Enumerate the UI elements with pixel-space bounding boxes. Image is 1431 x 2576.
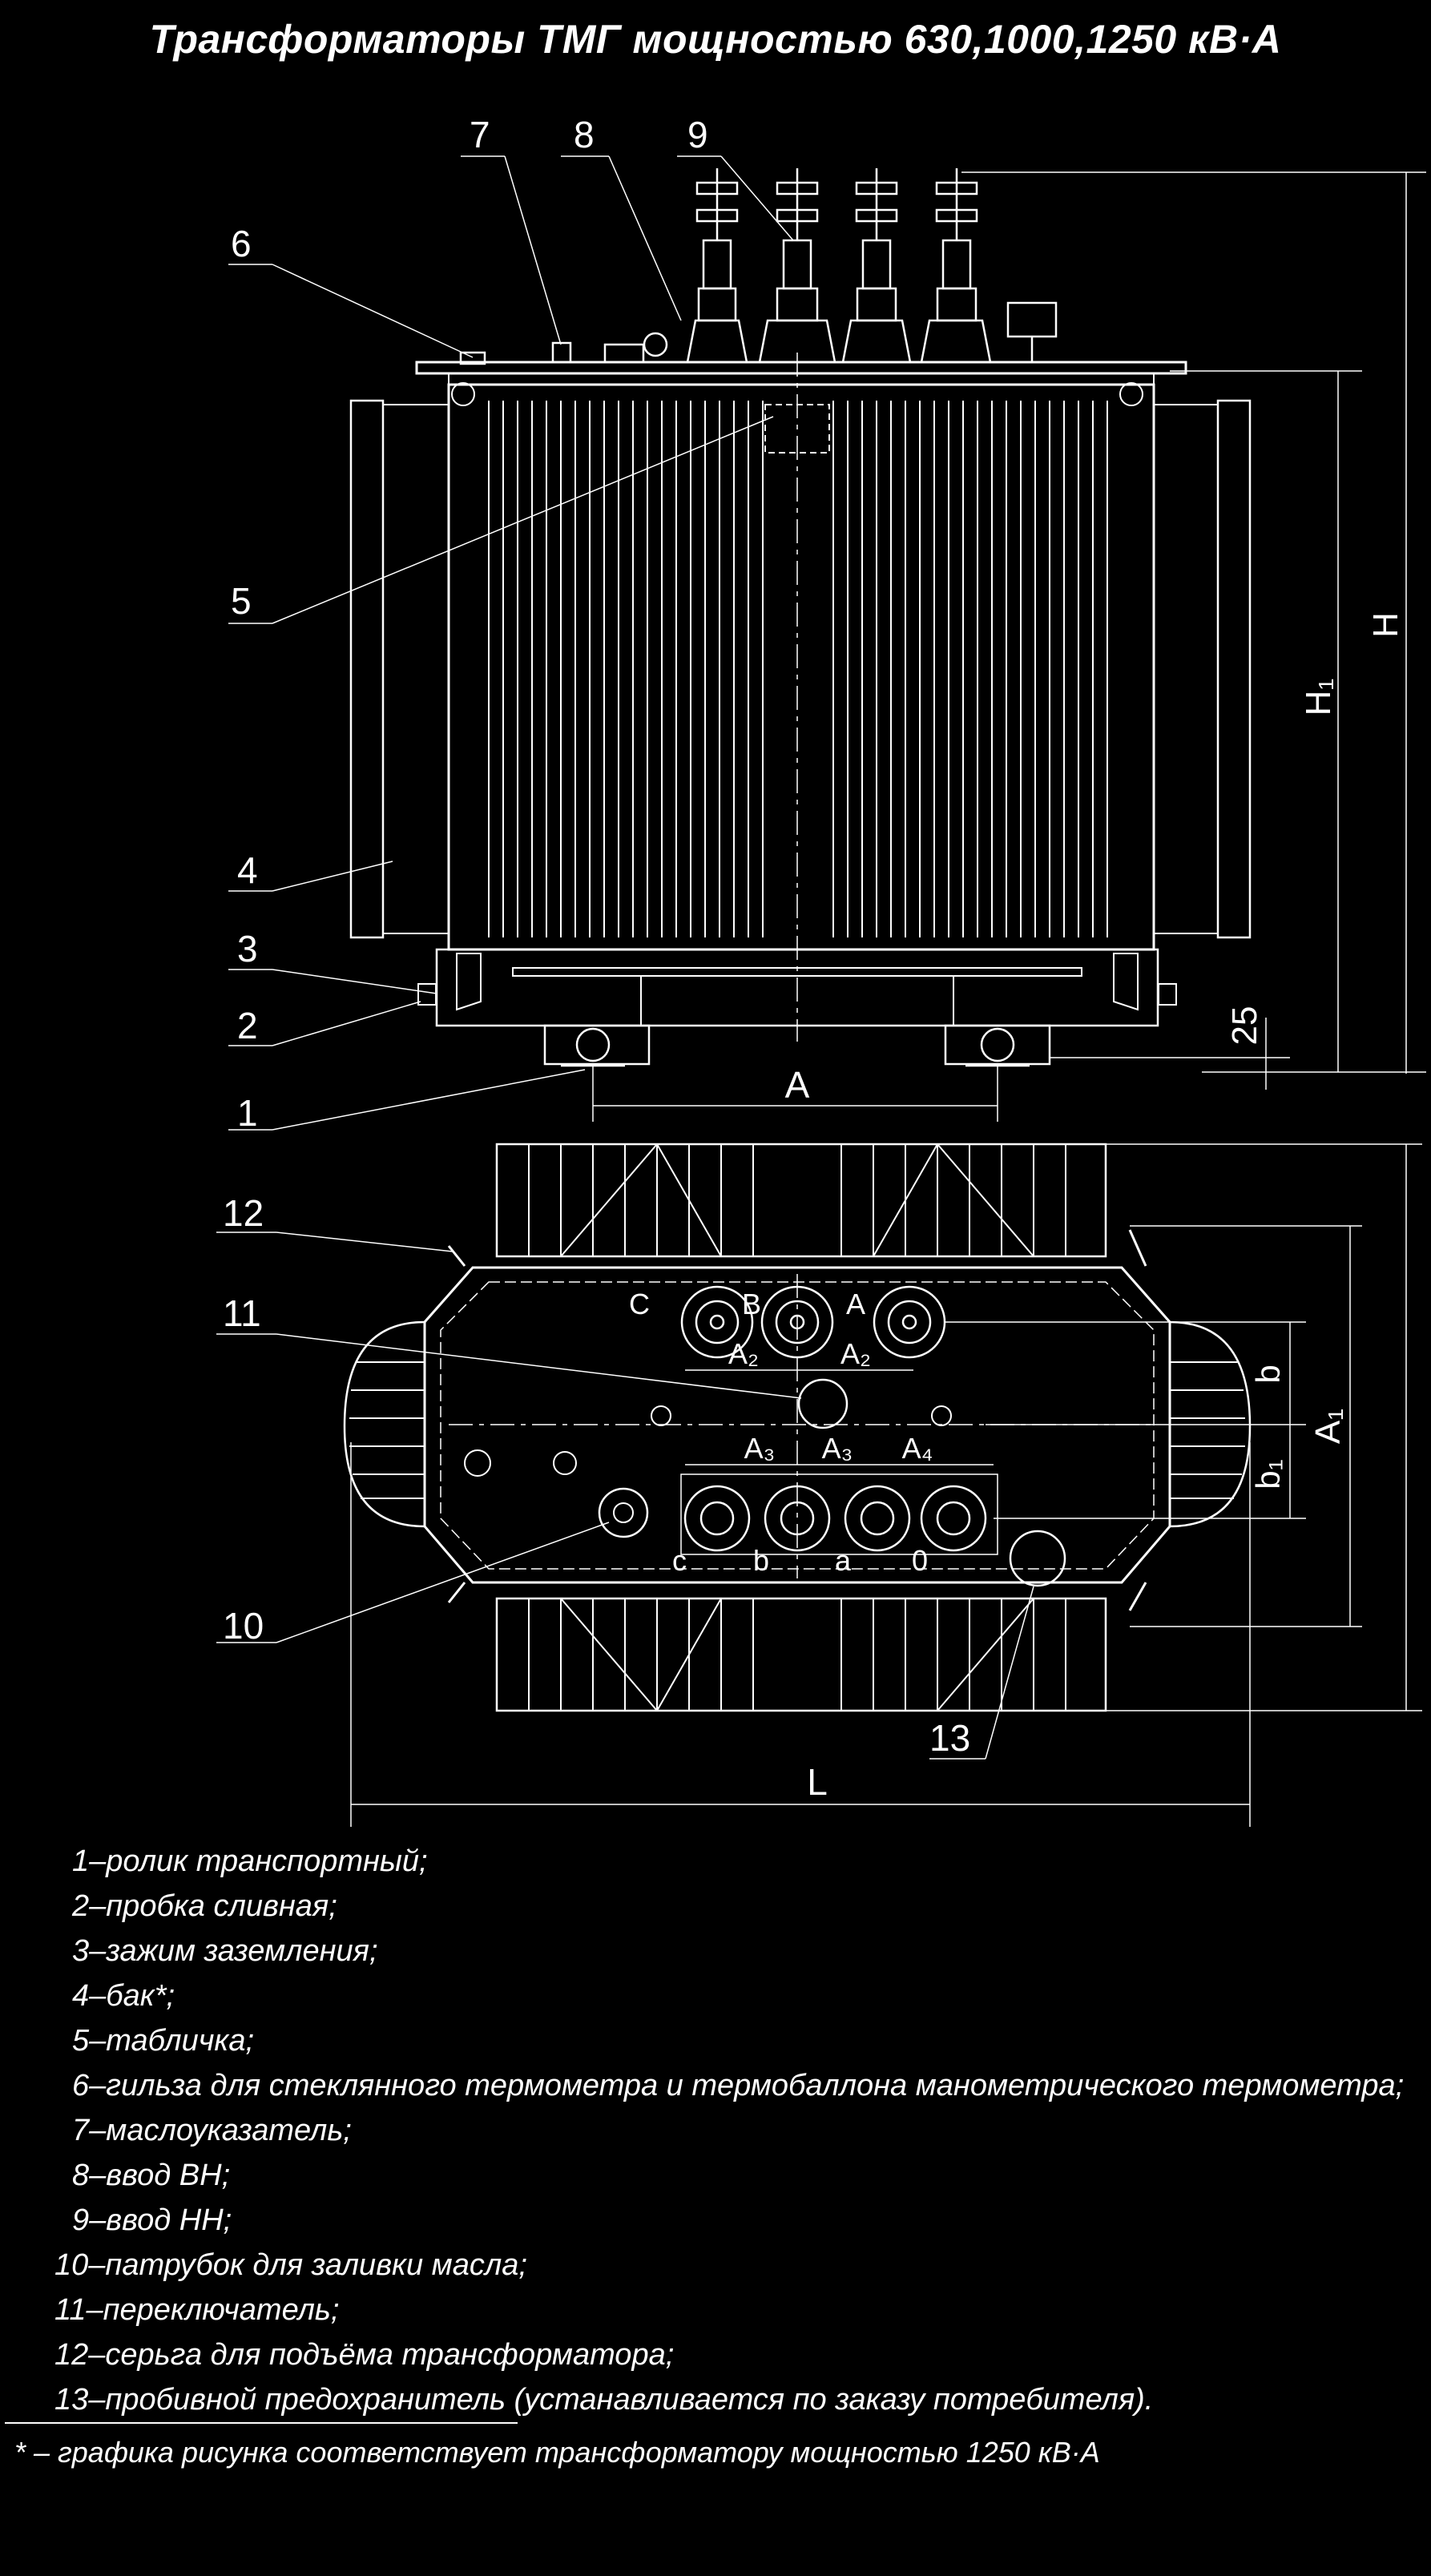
front-view: H H₁ 25 A: [349, 168, 1426, 1122]
callout-12: 12: [223, 1192, 264, 1234]
legend-item-4: 4–бак*;: [72, 1979, 175, 2013]
callout-2: 2: [237, 1005, 258, 1046]
callout-numbers: 1 2 3 4 5 6 7 8 9 10 11 12 13: [223, 114, 970, 1759]
legend-item-6: 6–гильза для стеклянного термометра и те…: [72, 2069, 1405, 2102]
lv-label-0: 0: [912, 1544, 928, 1577]
callout-13: 13: [929, 1717, 970, 1759]
dim-label-b: b: [1249, 1365, 1287, 1383]
dim-label-A4: A₄: [902, 1432, 933, 1465]
callout-6: 6: [231, 223, 252, 264]
dim-label-A3-left: A₃: [744, 1432, 776, 1465]
dim-label-A: A: [785, 1064, 810, 1106]
callout-10: 10: [223, 1605, 264, 1647]
lv-label-b: b: [753, 1544, 769, 1577]
legend-item-1: 1–ролик транспортный;: [72, 1844, 428, 1878]
page-title: Трансформаторы ТМГ мощностью 630,1000,12…: [149, 17, 1282, 62]
callout-7: 7: [470, 114, 490, 155]
callout-11: 11: [223, 1292, 261, 1334]
legend-item-2: 2–пробка сливная;: [72, 1889, 337, 1923]
footnote-rule: [5, 2422, 518, 2424]
legend-item-13: 13–пробивной предохранитель (устанавлива…: [54, 2383, 1154, 2417]
transformer-drawing: H H₁ 25 A: [216, 114, 1426, 1827]
legend-item-10: 10–патрубок для заливки масла;: [54, 2248, 527, 2282]
hv-bushings-top: [680, 1285, 946, 1359]
legend-item-3: 3–зажим заземления;: [72, 1934, 378, 1968]
footnote: * – графика рисунка соответствует трансф…: [14, 2436, 1100, 2469]
dim-label-L: L: [807, 1761, 828, 1803]
hv-label-B: B: [742, 1288, 761, 1320]
lv-label-c: c: [672, 1544, 687, 1577]
dim-label-H: H: [1366, 612, 1405, 638]
dim-label-A3-right: A₃: [822, 1432, 853, 1465]
top-dimensions: [350, 1143, 1422, 1827]
dim-label-A1: A₁: [1308, 1409, 1348, 1444]
legend-item-8: 8–ввод ВН;: [72, 2159, 231, 2192]
dim-label-A2-right: A₂: [840, 1337, 871, 1370]
legend-item-9: 9–ввод НН;: [72, 2203, 232, 2237]
dim-label-b1: b₁: [1249, 1459, 1287, 1490]
hv-label-C: C: [629, 1288, 650, 1320]
legend-item-11: 11–переключатель;: [54, 2293, 340, 2327]
legend-item-12: 12–серьга для подъёма трансформатора;: [54, 2338, 675, 2372]
transport-wheels: [543, 1024, 1051, 1067]
callout-4: 4: [237, 849, 258, 891]
dim-label-H1: H₁: [1299, 679, 1338, 716]
radiator-fins: [488, 401, 1108, 937]
front-dimensions: [592, 171, 1426, 1122]
callout-5: 5: [231, 580, 252, 622]
legend-item-7: 7–маслоуказатель;: [72, 2114, 352, 2147]
top-view: A₁ b b₁ A₂ A₂ A₃ A₃ A₄ L C B A c b a 0: [343, 1143, 1422, 1827]
dim-label-25: 25: [1225, 1006, 1264, 1046]
lv-bushings-top: [680, 1473, 998, 1555]
dim-label-A2-left: A₂: [728, 1337, 759, 1370]
callout-leaders: [216, 155, 1034, 1760]
callout-1: 1: [237, 1092, 258, 1134]
legend-item-5: 5–табличка;: [72, 2024, 255, 2058]
lv-label-a: a: [835, 1544, 852, 1577]
callout-9: 9: [687, 114, 708, 155]
callout-8: 8: [574, 114, 595, 155]
hv-label-A: A: [846, 1288, 865, 1320]
bushings: [459, 168, 1058, 365]
callout-3: 3: [237, 928, 258, 970]
